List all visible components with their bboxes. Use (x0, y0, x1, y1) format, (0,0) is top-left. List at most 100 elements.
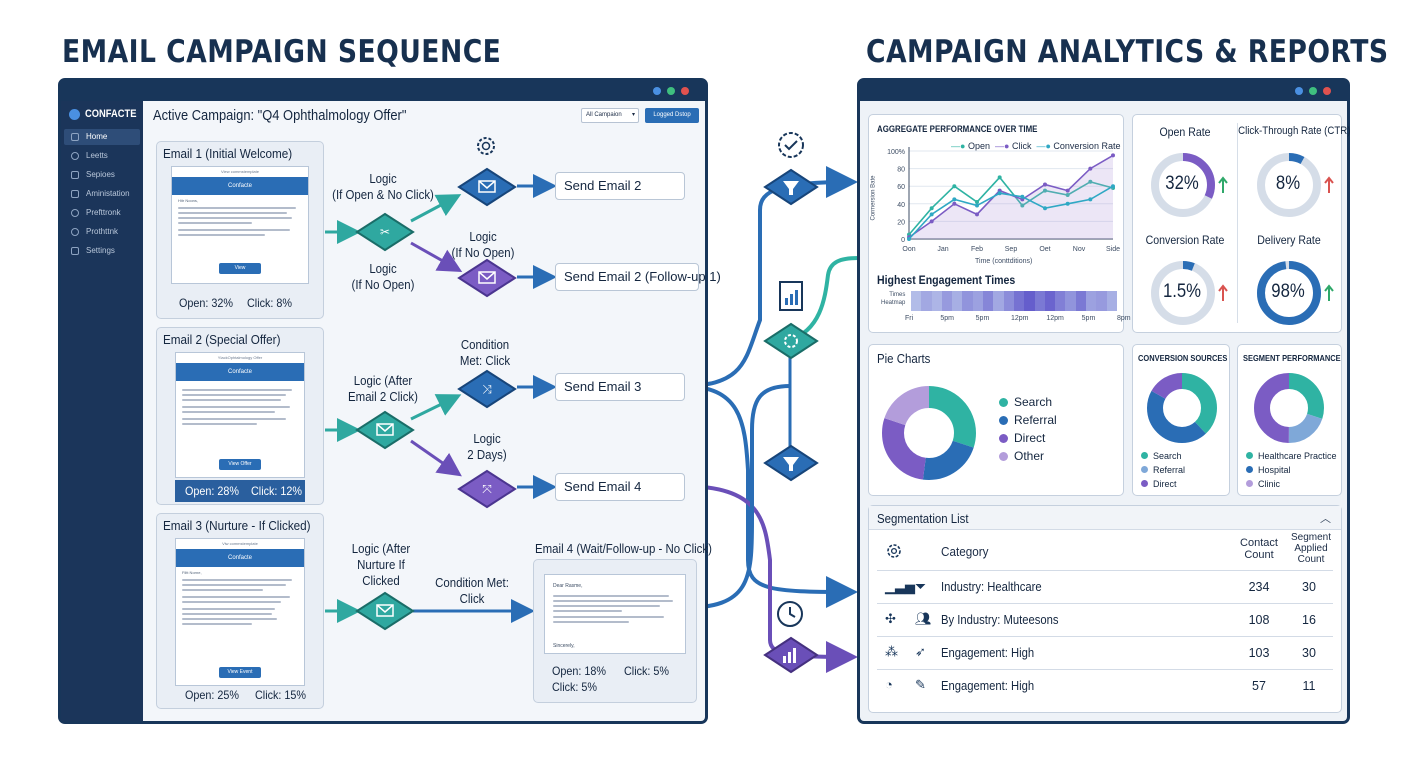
sidebar-item-profiles[interactable]: Prothttnk (64, 224, 140, 240)
window-dot-blue[interactable] (653, 87, 661, 95)
table-row[interactable]: ◔ ✎ Engagement: High 57 11 (877, 669, 1333, 702)
gear-node-middle[interactable] (763, 322, 819, 360)
bar-chart-node[interactable] (763, 636, 819, 674)
table-row[interactable]: ▁▃▅ ⏷ Industry: Healthcare 234 30 (877, 570, 1333, 603)
email-cta-button[interactable]: View Event (219, 667, 261, 678)
email-card-2[interactable]: Email 2 (Special Offer) YlackOphtalmolog… (156, 327, 324, 505)
sidebar-item-label: Home (86, 132, 108, 141)
send-email-2-followup[interactable]: Send Email 2 (Follow-up 1) (555, 263, 721, 291)
email-card-title: Email 3 (Nurture - If Clicked) (163, 518, 311, 533)
email-card-title: Email 2 (Special Offer) (163, 332, 281, 347)
email-greeting: Hitr Noons, (178, 198, 199, 203)
brand-logo[interactable]: CONFACTE (67, 107, 143, 123)
perf-xlabel: Time (conttditions) (975, 258, 1033, 265)
email-click-rate: Click: 5% (624, 664, 670, 678)
window-dot-green[interactable] (1309, 87, 1317, 95)
sidebar-item-administration[interactable]: Aministation (64, 186, 140, 202)
funnel-icon: ⏷ (915, 578, 927, 594)
sidebar-item-label: Aministation (86, 189, 130, 198)
logic-label-no-open-b: Logic(If No Open) (351, 261, 415, 292)
window-dot-red[interactable] (1323, 87, 1331, 95)
mail-node-3[interactable] (355, 591, 415, 631)
email-preview[interactable]: Viw commstemplate Confacte Filtt Norne, … (175, 538, 305, 686)
sidebar-item-settings[interactable]: Settings (64, 243, 140, 259)
gauge-value-ctr: 8% (1275, 173, 1301, 194)
email-card-3[interactable]: Email 3 (Nurture - If Clicked) Viw comms… (156, 513, 324, 709)
clipboard-check-icon (778, 132, 804, 158)
data-point (975, 200, 979, 205)
segment-contact-count: 57 (1252, 679, 1266, 693)
window-dot-blue[interactable] (1295, 87, 1303, 95)
sidebar-item-home[interactable]: Home (64, 129, 140, 145)
seglist-header-category: Category (941, 544, 989, 559)
email-cta-button[interactable]: View (219, 263, 261, 274)
heatmap-cell (1003, 291, 1014, 311)
collapse-chevron-icon[interactable]: ︿ (1320, 513, 1331, 525)
seg-legend-clinic: Clinic (1246, 479, 1280, 489)
logged-button[interactable]: Logged Dstop (645, 108, 699, 123)
report-icon (779, 281, 803, 311)
pencil-icon: ✎ (915, 677, 926, 692)
send-email-2[interactable]: Send Email 2 (555, 172, 685, 200)
campaign-filter-select[interactable]: All Campaion ▾ (581, 108, 639, 123)
condition-node-click[interactable]: ⤨ (457, 369, 517, 409)
table-row[interactable]: ✣ 👥︎ By Industry: Muteesons 108 16 (877, 603, 1333, 636)
heatmap-tick-label: 8pm (1117, 315, 1131, 322)
funnel-node-lower[interactable] (763, 444, 819, 482)
sidebar-item-label: Leetts (86, 151, 108, 160)
mail-node-open[interactable] (457, 167, 517, 207)
sidebar-item-sequences[interactable]: Sepioes (64, 167, 140, 183)
table-row[interactable]: ⁂ ➶ Engagement: High 103 30 (877, 636, 1333, 669)
email-preview[interactable]: YlackOphtalmology Offer Confacte View Of… (175, 352, 305, 478)
email-preview[interactable]: Dear Rasme, Sincerely, (544, 574, 686, 654)
sidebar-item-leads[interactable]: Leetts (64, 148, 140, 164)
email4-title: Email 4 (Wait/Follow-up - No Click) (535, 541, 712, 556)
data-point (907, 237, 911, 241)
data-point (1020, 194, 1025, 199)
email-signoff: Sincerely, (553, 643, 575, 649)
email-card-4[interactable]: Dear Rasme, Sincerely, Open: 18% Click: … (533, 559, 697, 703)
data-point (1043, 188, 1047, 193)
email-card-1[interactable]: Email 1 (Initial Welcome) View commstemp… (156, 141, 324, 319)
send-email-4[interactable]: Send Email 4 (555, 473, 685, 501)
window-dot-green[interactable] (667, 87, 675, 95)
sidebar-item-preferences[interactable]: Prefttronk (64, 205, 140, 221)
logic-node-1[interactable]: ✂ (355, 212, 415, 252)
segment-performance-donut (1254, 373, 1324, 443)
campaign-filter-value: All Campaion (586, 112, 622, 118)
mail-node-no-open[interactable] (457, 258, 517, 298)
data-point (1088, 179, 1093, 184)
heatmap-cell (1106, 291, 1117, 311)
segment-contact-count: 234 (1248, 580, 1270, 594)
funnel-node-top[interactable] (763, 168, 819, 206)
x-tick-label: Nov (1073, 246, 1086, 253)
heatmap-cell (1065, 291, 1076, 311)
layers-icon (71, 171, 79, 179)
data-point (997, 191, 1002, 196)
series-area (909, 155, 1113, 239)
pie-charts-panel: Pie Charts Search Referral Direct Other (868, 344, 1124, 496)
x-tick-label: Jan (937, 246, 948, 253)
data-point (1043, 182, 1047, 187)
segment-performance-panel: SEGMENT PERFORMANCE Healthcare Practice … (1237, 344, 1342, 496)
data-point (929, 212, 934, 217)
email-cta-button[interactable]: View Offer (219, 459, 261, 470)
gauge-value-open-rate: 32% (1165, 173, 1199, 194)
home-icon (71, 133, 79, 141)
email-preview[interactable]: View commstemplate Confacte Hitr Noons, … (171, 166, 309, 284)
heatmap-cell (911, 291, 922, 311)
bar-chart-icon: ▁▃▅ (885, 579, 915, 594)
mail-node-2[interactable] (355, 410, 415, 450)
logic-node-2-days[interactable]: ⤧ (457, 469, 517, 509)
y-tick-label: 40 (897, 202, 905, 209)
send-email-3[interactable]: Send Email 3 (555, 373, 685, 401)
window-dot-red[interactable] (681, 87, 689, 95)
heatmap-cell (993, 291, 1004, 311)
heatmap-tick-label: 5pm (1081, 315, 1096, 322)
logic-label-no-open-a: Logic(If No Open) (451, 229, 515, 260)
data-point (929, 219, 934, 224)
